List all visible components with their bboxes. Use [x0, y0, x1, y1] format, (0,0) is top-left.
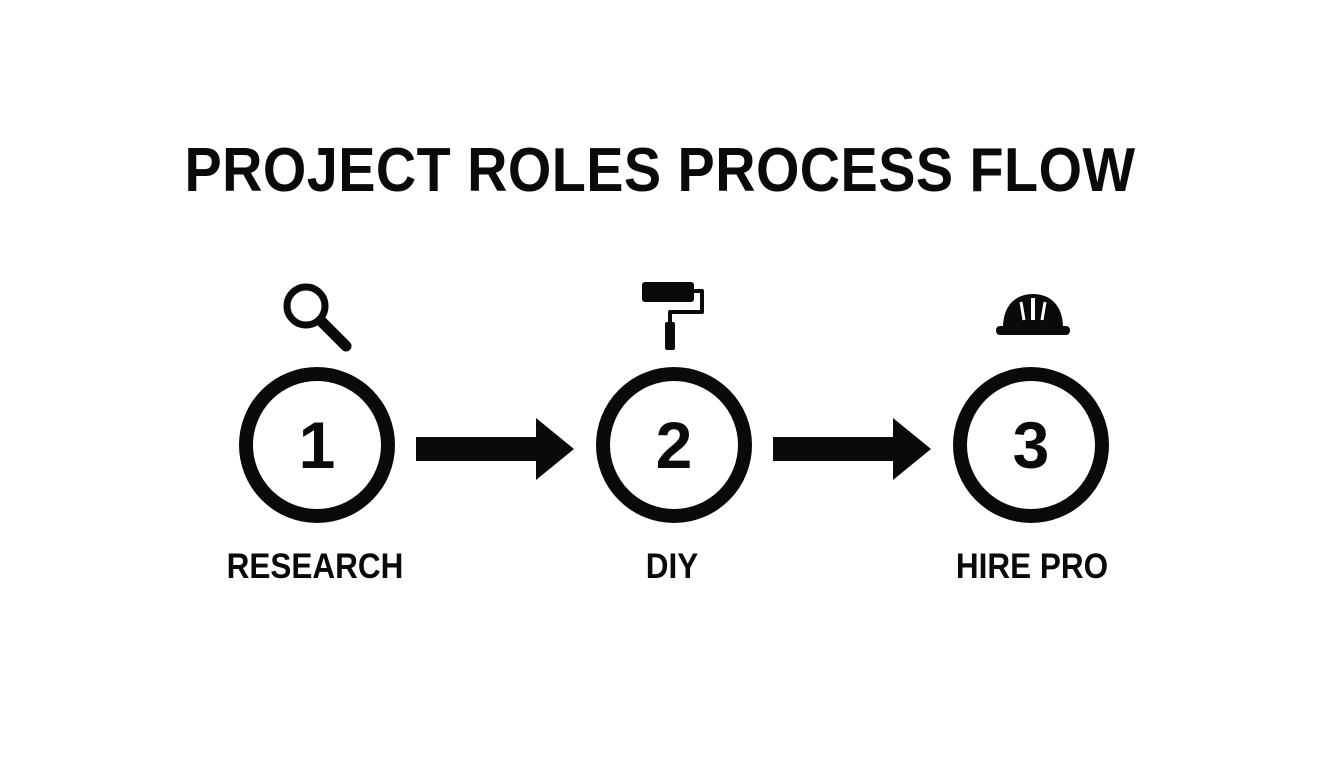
step-1-circle: 1 [239, 367, 395, 523]
step-3-label: HIRE PRO [955, 547, 1109, 586]
paint-roller-icon [642, 282, 704, 350]
arrow-1-icon [416, 418, 574, 480]
step-2-label: DIY [645, 547, 699, 586]
step-3-number: 3 [1012, 408, 1050, 482]
step-1-label: RESEARCH [226, 547, 404, 586]
hard-hat-icon [996, 294, 1070, 335]
arrow-2-icon [773, 418, 931, 480]
step-2-number: 2 [655, 408, 693, 482]
step-2-circle: 2 [596, 367, 752, 523]
magnifying-glass-icon [283, 283, 352, 352]
step-3-circle: 3 [953, 367, 1109, 523]
diagram-title: PROJECT ROLES PROCESS FLOW [184, 136, 1136, 205]
step-1-number: 1 [298, 408, 336, 482]
